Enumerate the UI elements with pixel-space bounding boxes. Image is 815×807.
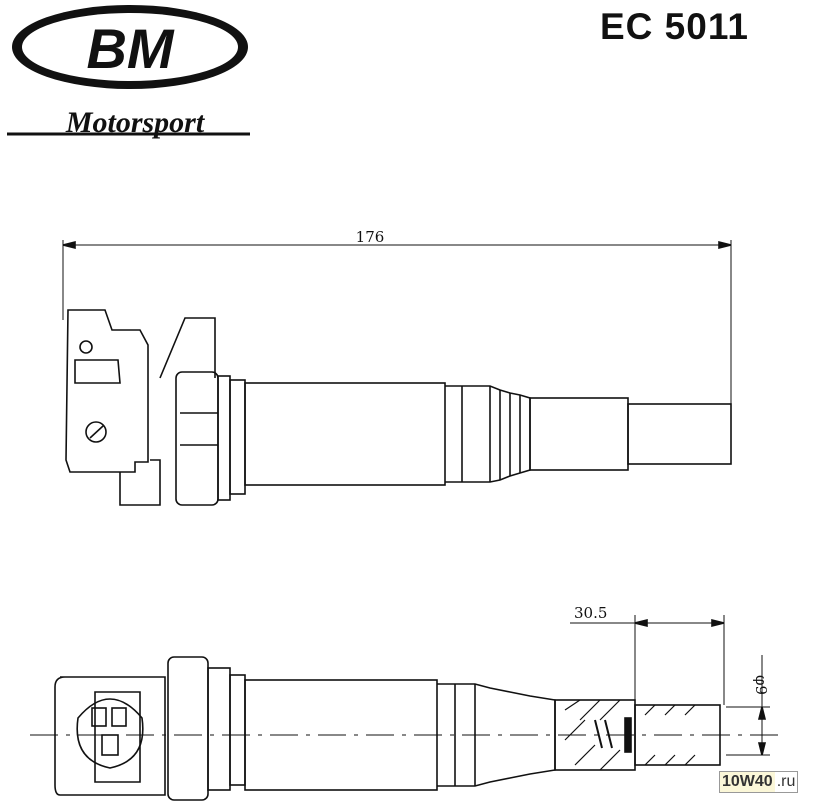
coil-side-view: [65, 309, 732, 506]
dimension-tip-length: 30.5: [570, 604, 725, 705]
part-number: EC 5011: [600, 6, 749, 47]
watermark: 10W40 .ru: [719, 771, 799, 793]
coil-top-view: [30, 656, 780, 801]
tip-length-label: 30.5: [574, 604, 607, 622]
watermark-part2: .ru: [774, 772, 798, 792]
logo-text: BM: [86, 17, 174, 80]
dimension-overall-length: 176: [62, 228, 732, 410]
tip-diameter-label: φ9: [752, 675, 770, 695]
overall-length-label: 176: [356, 228, 385, 246]
dimension-tip-diameter: φ9: [726, 655, 770, 756]
watermark-part1: 10W40: [720, 772, 775, 792]
bm-motorsport-logo: BM Motorsport: [7, 5, 250, 139]
